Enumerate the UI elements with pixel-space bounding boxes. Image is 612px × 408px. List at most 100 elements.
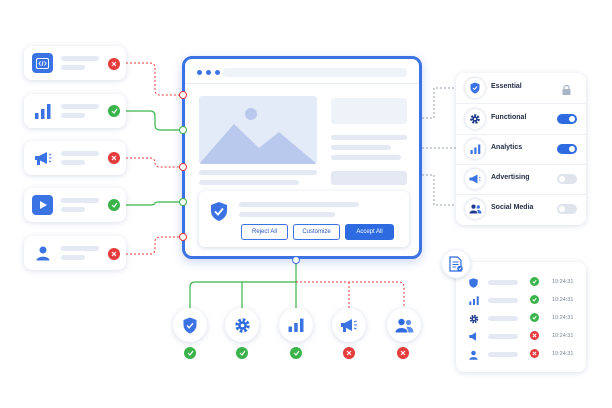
window-dot bbox=[206, 70, 211, 75]
megaphone-icon bbox=[32, 148, 53, 168]
connector-node bbox=[179, 233, 187, 241]
connector-right-3 bbox=[422, 174, 456, 206]
connector-left-4 bbox=[118, 201, 183, 206]
placeholder-line bbox=[488, 316, 518, 321]
accept-all-button[interactable]: Accept All bbox=[345, 224, 394, 240]
placeholder-line bbox=[239, 202, 359, 207]
bar-chart-icon bbox=[288, 318, 304, 332]
address-bar[interactable] bbox=[223, 68, 407, 77]
denied-icon bbox=[530, 349, 539, 358]
log-timestamp: 10:24:31 bbox=[552, 333, 574, 339]
connector-node bbox=[292, 256, 300, 264]
category-circle-essential[interactable] bbox=[173, 308, 207, 342]
users-icon bbox=[465, 199, 485, 219]
placeholder-block bbox=[331, 171, 407, 185]
browser-window: Reject All Customize Accept All bbox=[182, 56, 422, 259]
placeholder-line bbox=[61, 246, 99, 251]
consent-log-panel: 10:24:31 10:24:31 10:24:31 10:24:31 10:2… bbox=[456, 262, 586, 372]
divider bbox=[456, 103, 586, 104]
divider bbox=[456, 164, 586, 165]
source-card-user[interactable] bbox=[24, 236, 126, 270]
gear-icon bbox=[234, 317, 250, 333]
gear-icon bbox=[468, 313, 479, 324]
allowed-icon bbox=[530, 295, 539, 304]
log-timestamp: 10:24:31 bbox=[552, 315, 574, 321]
document-check-icon bbox=[449, 256, 463, 272]
divider bbox=[456, 194, 586, 195]
placeholder-line bbox=[61, 56, 99, 61]
megaphone-icon bbox=[465, 169, 485, 189]
gear-icon bbox=[465, 109, 485, 129]
toggle-knob bbox=[559, 176, 565, 182]
preference-row-functional: Functional bbox=[456, 104, 586, 134]
placeholder-line bbox=[61, 151, 99, 156]
denied-icon bbox=[397, 347, 409, 359]
bar-chart-icon bbox=[32, 101, 53, 121]
log-timestamp: 10:24:31 bbox=[552, 297, 574, 303]
placeholder-line bbox=[61, 207, 85, 212]
allowed-icon bbox=[290, 347, 302, 359]
preference-label: Essential bbox=[491, 83, 522, 90]
hero-image-placeholder bbox=[199, 96, 317, 164]
log-timestamp: 10:24:31 bbox=[552, 351, 574, 357]
category-circle-social-media[interactable] bbox=[387, 308, 421, 342]
allowed-icon bbox=[184, 347, 196, 359]
source-card-code[interactable] bbox=[24, 46, 126, 80]
placeholder-line bbox=[199, 180, 299, 185]
analytics-toggle[interactable] bbox=[557, 144, 577, 154]
placeholder-line bbox=[61, 104, 99, 109]
bar-chart-icon bbox=[465, 139, 485, 159]
connector-bottom-red bbox=[296, 281, 405, 308]
connector-node bbox=[179, 91, 187, 99]
connector-node bbox=[179, 198, 187, 206]
log-row: 10:24:31 bbox=[464, 310, 574, 327]
shield-icon bbox=[468, 277, 479, 288]
preference-label: Advertising bbox=[491, 174, 530, 181]
denied-icon bbox=[108, 58, 120, 70]
preference-row-advertising: Advertising bbox=[456, 164, 586, 194]
video-play-icon bbox=[32, 195, 53, 215]
shield-icon bbox=[465, 78, 485, 98]
placeholder-line bbox=[488, 280, 518, 285]
window-dot bbox=[215, 70, 220, 75]
placeholder-line bbox=[331, 155, 401, 160]
reject-all-button[interactable]: Reject All bbox=[241, 224, 288, 240]
placeholder-line bbox=[488, 298, 518, 303]
image-icon bbox=[199, 108, 317, 164]
placeholder-line bbox=[61, 65, 85, 70]
placeholder-line bbox=[239, 212, 335, 217]
window-controls bbox=[197, 70, 220, 75]
cookie-preferences-panel: Essential Functional Analytics Advertisi… bbox=[456, 73, 586, 225]
preference-row-analytics: Analytics bbox=[456, 134, 586, 164]
placeholder-line bbox=[61, 198, 99, 203]
functional-toggle[interactable] bbox=[557, 114, 577, 124]
allowed-icon bbox=[108, 105, 120, 117]
code-icon bbox=[32, 53, 53, 73]
placeholder-line bbox=[61, 160, 85, 165]
category-circle-functional[interactable] bbox=[225, 308, 259, 342]
megaphone-icon bbox=[468, 331, 479, 342]
toggle-knob bbox=[569, 146, 575, 152]
social-media-toggle[interactable] bbox=[557, 204, 577, 214]
source-card-video[interactable] bbox=[24, 188, 126, 222]
log-timestamp: 10:24:31 bbox=[552, 279, 574, 285]
placeholder-line bbox=[61, 113, 85, 118]
connector-bottom-green bbox=[189, 281, 297, 308]
preference-label: Analytics bbox=[491, 144, 523, 151]
placeholder-line bbox=[488, 352, 518, 357]
user-icon bbox=[468, 349, 479, 360]
connector-left-5 bbox=[118, 236, 183, 255]
placeholder-line bbox=[331, 145, 391, 150]
category-circle-advertising[interactable] bbox=[332, 308, 366, 342]
toggle-knob bbox=[569, 116, 575, 122]
advertising-toggle[interactable] bbox=[557, 174, 577, 184]
divider bbox=[456, 134, 586, 135]
customize-button[interactable]: Customize bbox=[293, 224, 340, 240]
placeholder-line bbox=[331, 135, 407, 140]
source-card-analytics[interactable] bbox=[24, 94, 126, 128]
source-card-advertising[interactable] bbox=[24, 141, 126, 175]
consent-log-badge[interactable] bbox=[442, 250, 470, 278]
preference-row-essential: Essential bbox=[456, 73, 586, 103]
category-circle-analytics[interactable] bbox=[279, 308, 313, 342]
bar-chart-icon bbox=[468, 295, 479, 306]
